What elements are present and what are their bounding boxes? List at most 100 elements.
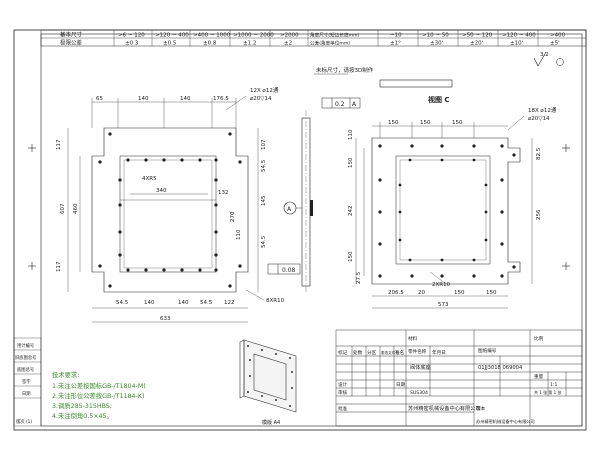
left-bottom-dim-3: 140 (178, 300, 189, 306)
right-dim-side-3: 54.5 (261, 235, 267, 248)
right-left-dim-5: 27.5 (356, 271, 362, 284)
tol-header-3: >400 ~ 1000 (193, 33, 231, 39)
side-profile-part: 未标尺寸，请按3D制作 视图 C (314, 66, 453, 104)
view-c-label: 视图 C (428, 95, 450, 104)
tb-row-label-1: 标记 (338, 349, 348, 356)
flatness-value-b: 0.08 (282, 267, 296, 274)
roughness-mark (556, 58, 564, 66)
datum-a-label: A (287, 206, 292, 213)
left-inner-dim-3: 132 (218, 190, 229, 196)
tol-value-4: ±1.2 (243, 41, 256, 47)
right-top-dim-1: 150 (388, 120, 399, 126)
right-right-dim-1: 82.5 (536, 147, 542, 160)
left-top-dim-1: 65 (96, 96, 103, 102)
side-label-2: 旧底图总号 (15, 354, 36, 361)
left-bottom-dim-1: 54.5 (116, 300, 129, 306)
angle-header-5: >400 (550, 33, 566, 39)
tb-part-no: 01JJ3018 069004 (478, 365, 523, 371)
right-bottom-dim-4: 150 (454, 290, 465, 296)
left-corner-radius: 8XR10 (266, 298, 285, 304)
right-top-dim-3: 150 (452, 120, 463, 126)
left-dim-side-3: 607 (60, 203, 66, 214)
tol-value-5: ±2 (284, 41, 292, 47)
right-hole-callout-2: ⌀20▽14 (528, 116, 550, 122)
angle-value-1: ±1° (390, 41, 401, 47)
tol-tol-label: 极限公差 (60, 39, 83, 47)
tb-date: 日期 (396, 382, 406, 388)
tech-requirements: 技术要求: 1.未注公差按国标GB-/T1804-M) 2.未注形位公差按GB-… (52, 370, 146, 420)
side-label-3: 底图总号 (17, 366, 34, 373)
tb-company: 苏州精密机械设备中心有限公司 (408, 404, 481, 412)
left-top-dim-3: 140 (180, 96, 191, 102)
part-3d-thumbnail (239, 339, 297, 413)
left-inner-width: 340 (156, 188, 167, 194)
tb-checked: 审核 (338, 389, 348, 396)
tb-footer: 苏州精密机械设备中心有限公司 (476, 418, 535, 425)
right-plate-dims (355, 115, 533, 309)
right-left-dim-1: 110 (348, 129, 354, 140)
side-label-4: 签字 (22, 378, 31, 385)
right-bottom-dim-3: 2XR10 (432, 282, 451, 288)
tb-part-name-label: 零件名称 (408, 348, 427, 355)
tb-row-label-5: 签名 (395, 349, 404, 356)
angle-label-1: 角度尺寸(短边长度mm) (310, 32, 359, 39)
tol-value-2: ±0.5 (163, 41, 177, 47)
right-bottom-dim-1: 206.5 (388, 290, 404, 296)
tol-value-3: ±0.8 (203, 41, 217, 47)
roughness-symbol: 3.2 (533, 51, 564, 67)
right-overall-width: 573 (438, 302, 449, 308)
tb-version: 版本 (476, 405, 486, 412)
frame-crosshairs (28, 144, 570, 270)
right-dim-side-1: 107 (261, 139, 267, 150)
left-inner-dim-4: 270 (230, 211, 236, 222)
unmarked-note: 未标尺寸，请按3D制作 (316, 66, 374, 74)
left-overall-width: 633 (160, 316, 171, 322)
left-bottom-dim-2: 140 (144, 300, 155, 306)
angle-header-1: ~10 (390, 33, 402, 39)
left-dim-side-2: 117 (56, 261, 62, 272)
angle-header-4: >120 ~ 400 (502, 33, 536, 39)
left-dim-side-1: 117 (56, 139, 62, 150)
right-plate-view (371, 137, 521, 285)
angle-label-2: 公差(角度单位mm) (310, 40, 350, 47)
tb-sheet-label: 图纸编号 (478, 347, 497, 354)
left-top-dim-2: 140 (138, 96, 149, 102)
right-bottom-dim-2: 20 (418, 290, 425, 296)
left-footer-label: 版次 (1) (16, 418, 32, 425)
tb-row-label-2: 处数 (353, 349, 363, 356)
left-plate-holes (98, 132, 242, 288)
left-hole-callout-2: ⌀20▽14 (250, 96, 272, 102)
tb-part-name: 阀体底座 (410, 363, 431, 371)
right-dim-side-2: 54.5 (261, 159, 267, 172)
left-plate-dim-text: 65 140 140 176.5 12X ⌀12通 ⌀20▽14 117 117… (56, 86, 285, 322)
tol-header-5: >2000 (280, 33, 299, 39)
sheet-border-inner (40, 33, 583, 427)
tol-header-2: >120 ~ 400 (155, 33, 189, 39)
right-dim-side-4: 145 (261, 195, 267, 206)
angle-value-3: ±20' (470, 41, 483, 47)
left-bottom-dim-5: 122 (224, 300, 235, 306)
tech-title: 技术要求: (52, 370, 79, 379)
left-plate-dims (67, 95, 265, 323)
left-hole-callout: 12X ⌀12通 (250, 86, 279, 94)
tb-row-label-3: 分区 (367, 349, 377, 356)
title-block-text: 材料 图纸编号 比例 零件名称 阀体底座 01JJ3018 069004 标记 … (262, 335, 561, 426)
tb-row-label-6: 年月日 (432, 349, 446, 356)
tb-weight-label: 重量 (534, 373, 544, 380)
tb-qty: 1:1 (550, 382, 557, 388)
flatness-value: 0.2 (335, 101, 345, 108)
tb-material-label: 材料 (408, 335, 418, 342)
right-bottom-dim-5: 150 (486, 290, 497, 296)
flatness-ref: A (352, 101, 357, 108)
tol-value-1: ±0.3 (125, 41, 139, 47)
right-left-dim-3: 242 (348, 206, 354, 217)
tb-sheet-size: 模版 A4 (262, 419, 280, 426)
left-inner-dim-5: 110 (236, 229, 242, 240)
angle-header-2: >10 ~ 50 (422, 33, 449, 39)
roughness-value: 3.2 (540, 52, 549, 58)
tb-material-value: SUS304 (410, 390, 428, 396)
tol-header-4: >1000 ~ 2000 (233, 33, 274, 39)
left-top-dim-4: 176.5 (213, 96, 229, 102)
right-hole-callout: 18X ⌀12通 (528, 106, 557, 114)
angle-value-4: ±10' (510, 41, 523, 47)
